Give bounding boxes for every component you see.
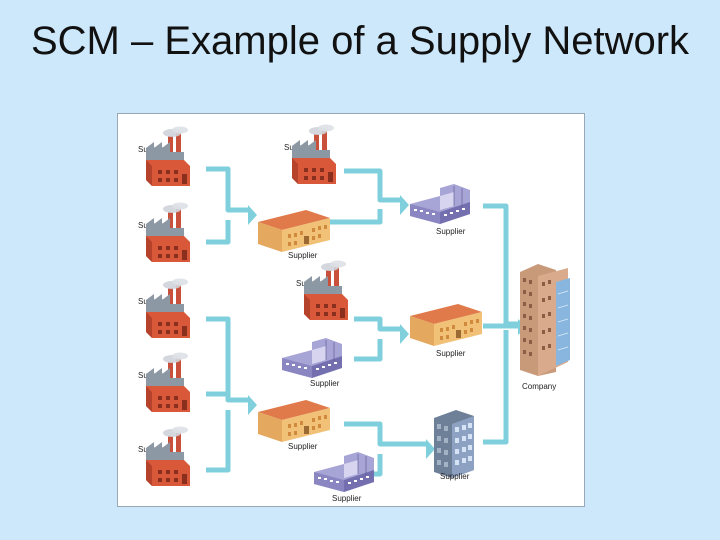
factory-icon: [304, 260, 348, 320]
supplier-blue-building: Supplier: [434, 410, 474, 481]
supplier-factory-4: Supplier: [138, 352, 190, 412]
supplier-label: Supplier: [288, 442, 318, 451]
supply-network-diagram: Supplier Supplier Supplier Supplier Supp…: [117, 113, 585, 507]
factory-icon: [146, 278, 190, 338]
warehouse-icon: [258, 210, 330, 252]
supplier-office-2: Supplier: [313, 451, 375, 503]
warehouse-icon: [410, 304, 482, 346]
supplier-factory-1: Supplier: [138, 126, 190, 186]
supplier-label: Supplier: [436, 227, 466, 236]
supplier-office-1: Supplier: [281, 337, 343, 388]
office-building-icon: [281, 337, 343, 379]
supplier-factory-6: Supplier: [284, 124, 336, 184]
connector-arrowheads: [248, 195, 527, 459]
supplier-factory-7: Supplier: [296, 260, 348, 320]
supplier-label: Supplier: [288, 251, 318, 260]
supplier-warehouse-3: Supplier: [410, 304, 482, 358]
supplier-label: Supplier: [310, 379, 340, 388]
supplier-warehouse-2: Supplier: [258, 400, 330, 451]
office-building-icon: [313, 451, 375, 493]
factory-icon: [146, 126, 190, 186]
supplier-label: Supplier: [436, 349, 466, 358]
factory-icon: [146, 352, 190, 412]
factory-icon: [146, 426, 190, 486]
tower-icon: [519, 263, 571, 377]
office-building-icon: [409, 183, 471, 225]
supplier-factory-2: Supplier: [138, 202, 190, 262]
company-label: Company: [522, 382, 556, 391]
factory-icon: [146, 202, 190, 262]
office-building-icon: [434, 410, 474, 478]
supplier-factory-5: Supplier: [138, 426, 190, 486]
supplier-label: Supplier: [332, 494, 362, 503]
supplier-office-3: Supplier: [409, 183, 471, 236]
supplier-warehouse-1: Supplier: [258, 210, 330, 260]
company-tower: Company: [519, 263, 571, 391]
slide-title: SCM – Example of a Supply Network: [30, 19, 690, 63]
supplier-factory-3: Supplier: [138, 278, 190, 338]
supply-network-svg: Supplier Supplier Supplier Supplier Supp…: [138, 124, 571, 503]
warehouse-icon: [258, 400, 330, 442]
supplier-label: Supplier: [440, 472, 470, 481]
factory-icon: [292, 124, 336, 184]
